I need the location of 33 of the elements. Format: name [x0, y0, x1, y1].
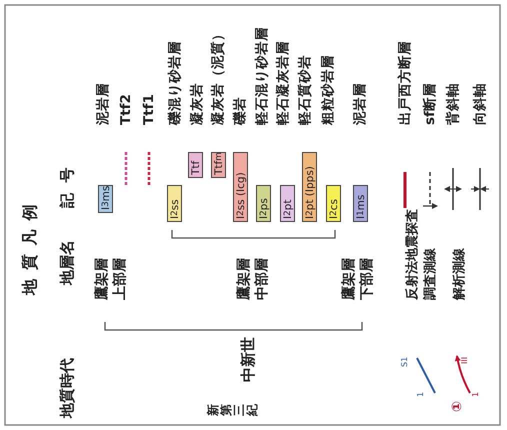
legend-description: 解析測線: [451, 248, 468, 300]
era-label: 中新世: [239, 337, 257, 382]
column-header: 記号: [58, 157, 76, 208]
formation-name: 鷹架層中部層: [235, 257, 271, 300]
era-label: 新第三紀: [207, 403, 259, 416]
legend-description: Ttf2: [117, 94, 135, 125]
legend-description: 背斜軸: [444, 83, 462, 125]
column-header: 地層名: [58, 240, 76, 285]
legend-description: 礫岩: [231, 97, 249, 125]
legend-description: 反射法地震探査調査測線: [404, 208, 439, 300]
legend-description: 泥岩層: [94, 83, 112, 125]
legend-description: 凝灰岩（泥質）: [209, 27, 227, 125]
circled-number: ①: [449, 400, 466, 412]
column-header: 地質時代: [58, 358, 76, 418]
legend-description: 泥岩層: [351, 83, 369, 125]
legend-description: sf断層: [421, 83, 439, 125]
line-number: 1: [416, 392, 426, 397]
line-number: III: [460, 356, 470, 364]
formation-name: 鷹架層上部層: [93, 257, 129, 300]
legend-description: 軽石質砂岩: [296, 55, 314, 125]
legend-description: Ttf1: [140, 94, 158, 125]
legend-description: 凝灰岩: [188, 83, 206, 125]
legend-description: 粗粒砂岩層: [319, 55, 337, 125]
line-number: 1: [471, 392, 481, 397]
legend-description: 礫混り砂岩層: [166, 41, 184, 125]
formation-name: 鷹架層下部層: [340, 257, 376, 300]
line-number: S1: [400, 356, 410, 367]
legend-description: 軽石混り砂岩層: [253, 27, 271, 125]
legend-description: 向斜軸: [471, 83, 489, 125]
symbol-box: Ttf: [188, 152, 203, 178]
legend-title: 地質凡例: [21, 196, 39, 295]
legend-description: 軽石凝灰岩層: [274, 41, 292, 125]
legend-description: 出戸西方断層: [396, 41, 414, 125]
